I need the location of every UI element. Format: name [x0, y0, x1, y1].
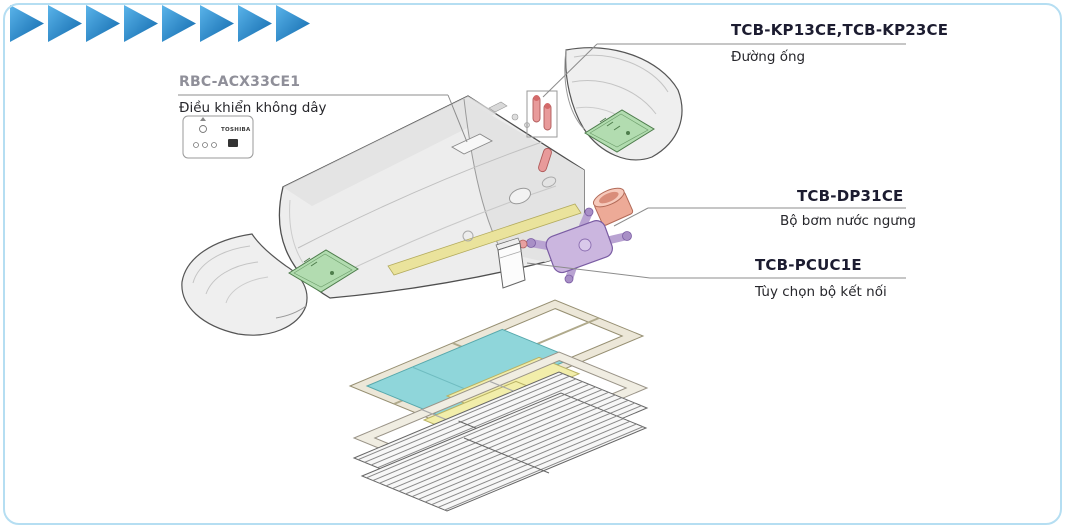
callout-remote-label: Điều khiển không dây	[179, 100, 327, 116]
pcb-board-left	[288, 249, 359, 293]
callout-drain-pump-label: Bộ bơm nước ngưng	[780, 213, 916, 229]
connector-kit-part	[495, 237, 526, 289]
callout-leader-lines	[178, 43, 906, 279]
chevron-arrow-icon	[124, 5, 158, 42]
remote-button	[228, 139, 238, 147]
callout-connector-label: Tùy chọn bộ kết nối	[755, 284, 887, 300]
drain-cup	[592, 187, 634, 226]
chevron-arrow-icon	[162, 5, 196, 42]
remote-control-illustration: TOSHIBA	[182, 115, 254, 159]
callout-pipe-kit-label: Đường ống	[731, 49, 806, 65]
chevron-arrow-icon	[48, 5, 82, 42]
callout-connector-model: TCB-PCUC1E	[755, 256, 862, 274]
chevron-arrow-icon	[86, 5, 120, 42]
pipe-kit-parts	[526, 90, 558, 173]
chevron-arrow-icon	[200, 5, 234, 42]
unit-left-end-panel	[181, 233, 308, 336]
receiver-plate	[451, 133, 493, 155]
callout-pipe-kit-model: TCB-KP13CE,TCB-KP23CE	[731, 21, 949, 39]
chevron-arrow-row	[10, 5, 310, 42]
intake-grille-2	[360, 392, 648, 512]
chevron-arrow-icon	[10, 5, 44, 42]
drain-pump-part	[518, 207, 632, 284]
pcb-board-right	[584, 109, 655, 153]
pipe-kit-bracket	[526, 90, 558, 138]
remote-brand-text: TOSHIBA	[221, 127, 251, 133]
remote-button	[199, 125, 207, 133]
arrow-up-icon	[200, 117, 206, 121]
callout-drain-pump-model: TCB-DP31CE	[797, 187, 904, 205]
chevron-arrow-icon	[276, 5, 310, 42]
callout-remote-model: RBC-ACX33CE1	[179, 74, 301, 90]
chevron-arrow-icon	[238, 5, 272, 42]
chassis-strip	[387, 203, 582, 276]
